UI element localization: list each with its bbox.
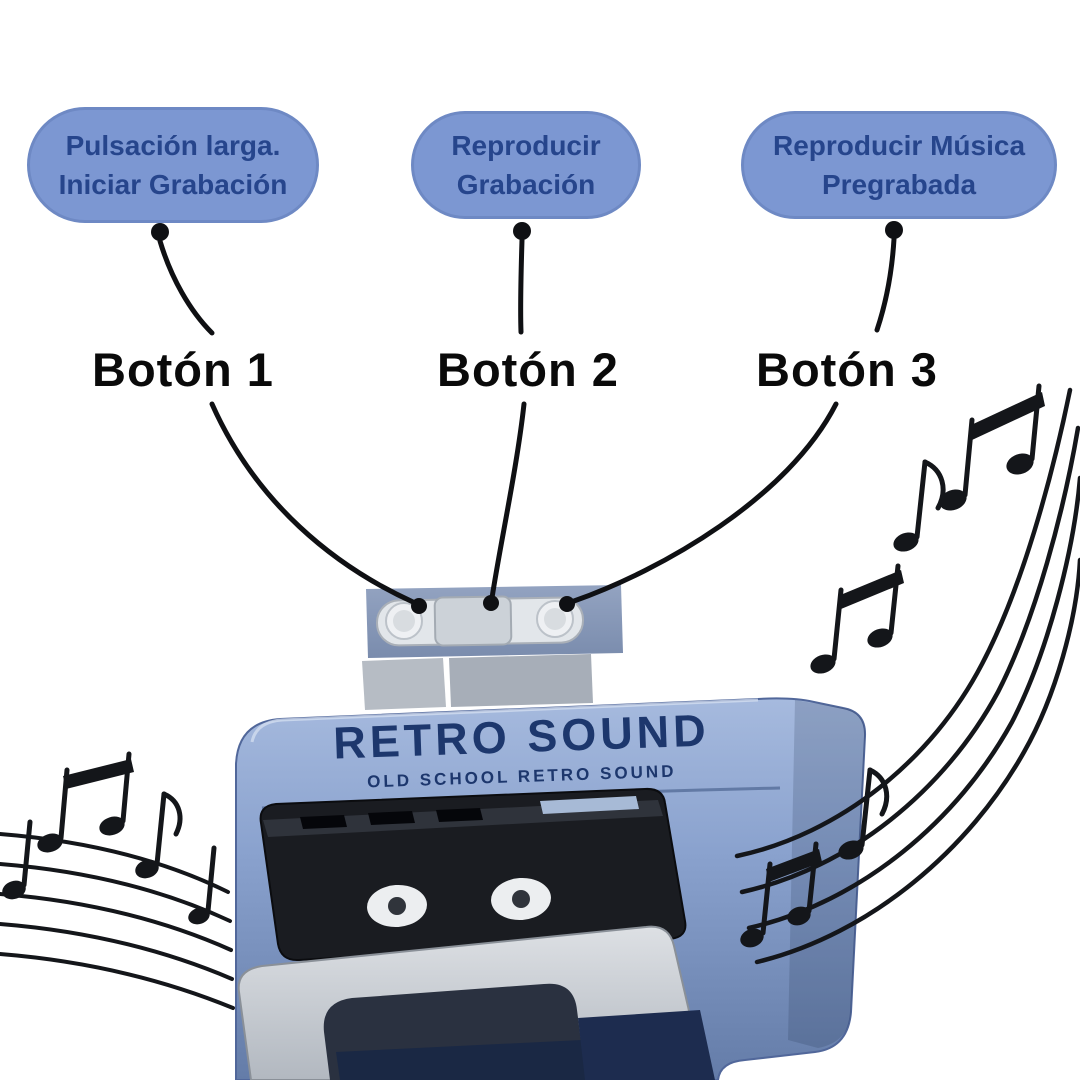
control-bar xyxy=(376,595,585,647)
pill-2-line-2: Grabación xyxy=(456,169,596,200)
music-notes-left-icon xyxy=(0,751,235,1010)
tape-hub-right xyxy=(491,877,551,921)
body-highlight xyxy=(250,698,759,743)
button-label-2: Botón 2 xyxy=(437,343,619,396)
button-label-3: Botón 3 xyxy=(756,343,938,396)
device-side-shade xyxy=(788,700,866,1048)
callout-line-pill-2 xyxy=(518,237,525,335)
callout-dot-pill-2 xyxy=(513,222,531,240)
callout-line-button-1 xyxy=(209,401,416,605)
device-neck-right xyxy=(449,654,593,707)
callout-dot-pill-1 xyxy=(151,223,169,241)
callout-pill-2: Reproducir Grabación xyxy=(411,111,641,219)
pill-2-line-1: Reproducir xyxy=(451,129,601,161)
device-button-1 xyxy=(385,602,423,640)
cassette-player: RETRO SOUND OLD SCHOOL RETRO SOUND xyxy=(235,585,867,1080)
door-reflection xyxy=(540,796,639,814)
cassette-door xyxy=(259,787,687,962)
callout-dot-button-2 xyxy=(483,595,499,611)
callout-dot-button-1 xyxy=(411,598,427,614)
callout-dot-button-3 xyxy=(559,596,575,612)
pill-3-line-2: Pregrabada xyxy=(821,169,977,200)
callout-pill-3: Reproducir Música Pregrabada xyxy=(741,111,1057,219)
callout-line-pill-3 xyxy=(874,236,897,333)
pill-3-line-1: Reproducir Música xyxy=(772,129,1026,161)
music-notes-right-icon xyxy=(734,383,1080,965)
callout-dot-pill-3 xyxy=(885,221,903,239)
callout-line-button-3 xyxy=(571,401,839,604)
device-button-2 xyxy=(433,595,513,647)
button-label-1: Botón 1 xyxy=(92,343,274,396)
device-neck-left xyxy=(362,658,446,710)
callout-line-pill-1 xyxy=(157,238,215,336)
hole-shadow xyxy=(336,1040,586,1080)
pill-1-line-2: Iniciar Grabación xyxy=(58,169,288,200)
navy-shadow xyxy=(578,1010,715,1080)
callout-lines xyxy=(151,221,903,614)
pill-1-line-1: Pulsación larga. xyxy=(65,129,281,161)
callout-line-button-2 xyxy=(489,401,527,601)
callout-pill-1: Pulsación larga. Iniciar Grabación xyxy=(27,107,319,223)
tape-hub-left xyxy=(367,884,427,928)
